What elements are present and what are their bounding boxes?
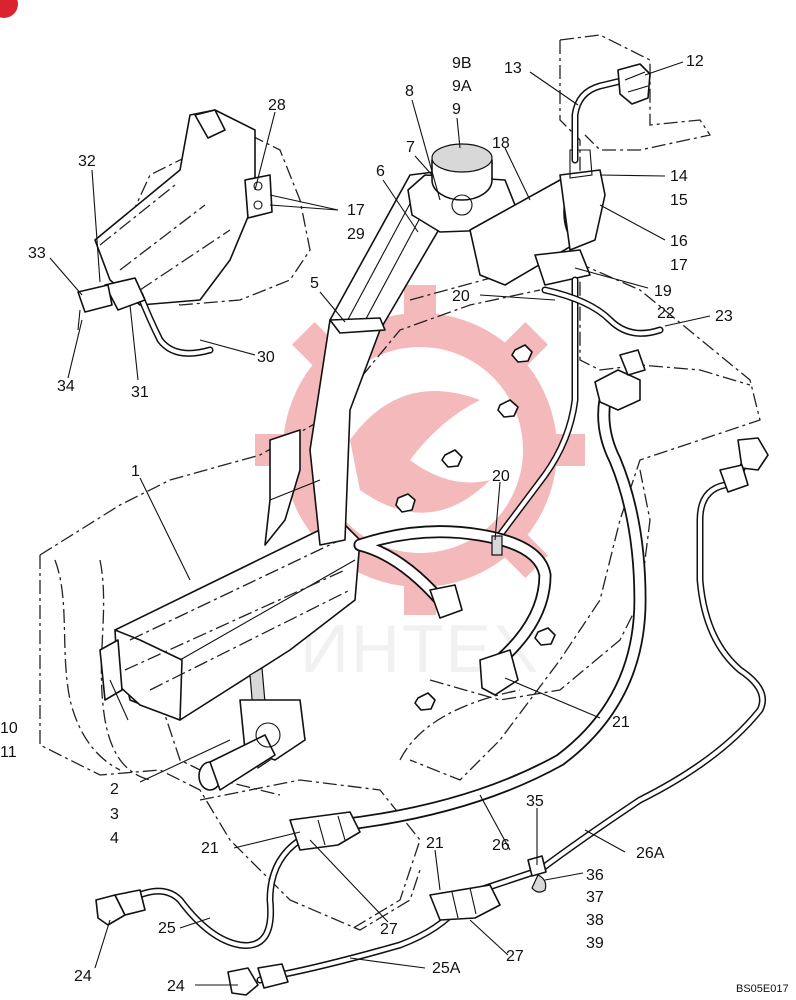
large-hose (353, 525, 552, 696)
tube-26a (476, 437, 769, 894)
callout-6: 6 (376, 163, 385, 180)
callout-17-right: 17 (670, 257, 688, 274)
leader-lines (49, 61, 711, 986)
callout-10: 10 (0, 720, 18, 737)
callout-7: 7 (406, 139, 415, 156)
hardware-nuts (395, 344, 556, 711)
callout-3: 3 (110, 806, 119, 823)
callout-17-inset: 17 (347, 202, 365, 219)
callout-27-left: 27 (380, 921, 398, 938)
callout-34: 34 (57, 378, 75, 395)
callout-11: 11 (0, 744, 17, 761)
drawing-code: BS05E017 (736, 983, 789, 995)
callout-20-upper: 20 (452, 288, 470, 305)
callout-31: 31 (131, 384, 149, 401)
callout-26: 26 (492, 837, 510, 854)
filler-cap (407, 143, 516, 233)
upper-tube (571, 63, 651, 164)
callout-14: 14 (670, 168, 688, 185)
callout-32: 32 (78, 153, 96, 170)
hose-25 (95, 811, 361, 949)
hydraulic-reservoir (99, 519, 361, 791)
callout-30: 30 (257, 349, 275, 366)
callout-33: 33 (28, 245, 46, 262)
filter-housing (469, 149, 606, 286)
callout-23: 23 (715, 308, 733, 325)
callout-38: 38 (586, 912, 604, 929)
callout-1: 1 (131, 463, 140, 480)
callout-27-right: 27 (506, 948, 524, 965)
callout-19: 19 (654, 283, 672, 300)
corner-badge (0, 0, 18, 18)
callout-37: 37 (586, 889, 604, 906)
right-vertical-tube (496, 276, 579, 539)
callout-21-right: 21 (612, 714, 630, 731)
callout-21-bottom: 21 (426, 835, 444, 852)
callout-9b: 9B (452, 55, 472, 72)
callout-25: 25 (158, 920, 176, 937)
callout-12: 12 (686, 53, 704, 70)
callout-24-left: 24 (74, 968, 92, 985)
callout-4: 4 (110, 830, 119, 847)
hose-26 (333, 349, 647, 832)
callout-13: 13 (504, 60, 522, 77)
callout-5: 5 (310, 275, 319, 292)
callout-16: 16 (670, 233, 688, 250)
callout-35: 35 (526, 793, 544, 810)
callout-20-lower: 20 (492, 468, 510, 485)
callout-18: 18 (492, 135, 510, 152)
tube-25a (227, 884, 501, 996)
callout-28: 28 (268, 97, 286, 114)
callout-36: 36 (586, 867, 604, 884)
callout-9: 9 (452, 101, 461, 118)
callout-39: 39 (586, 935, 604, 952)
callout-22: 22 (657, 305, 675, 322)
callout-2: 2 (110, 781, 119, 798)
callout-15: 15 (670, 192, 688, 209)
callout-26a: 26A (636, 845, 665, 862)
hose-23 (541, 286, 664, 337)
callout-24-bottom: 24 (167, 978, 185, 995)
callout-25a: 25A (432, 960, 461, 977)
callout-labels: 1 2 3 4 5 6 7 8 9 9A 9B 10 11 12 13 14 1… (0, 53, 733, 995)
callout-29: 29 (347, 226, 365, 243)
callout-9a: 9A (452, 78, 472, 95)
callout-21-left: 21 (201, 840, 219, 857)
callout-8: 8 (405, 83, 414, 100)
inset-tank-assembly (77, 109, 273, 357)
